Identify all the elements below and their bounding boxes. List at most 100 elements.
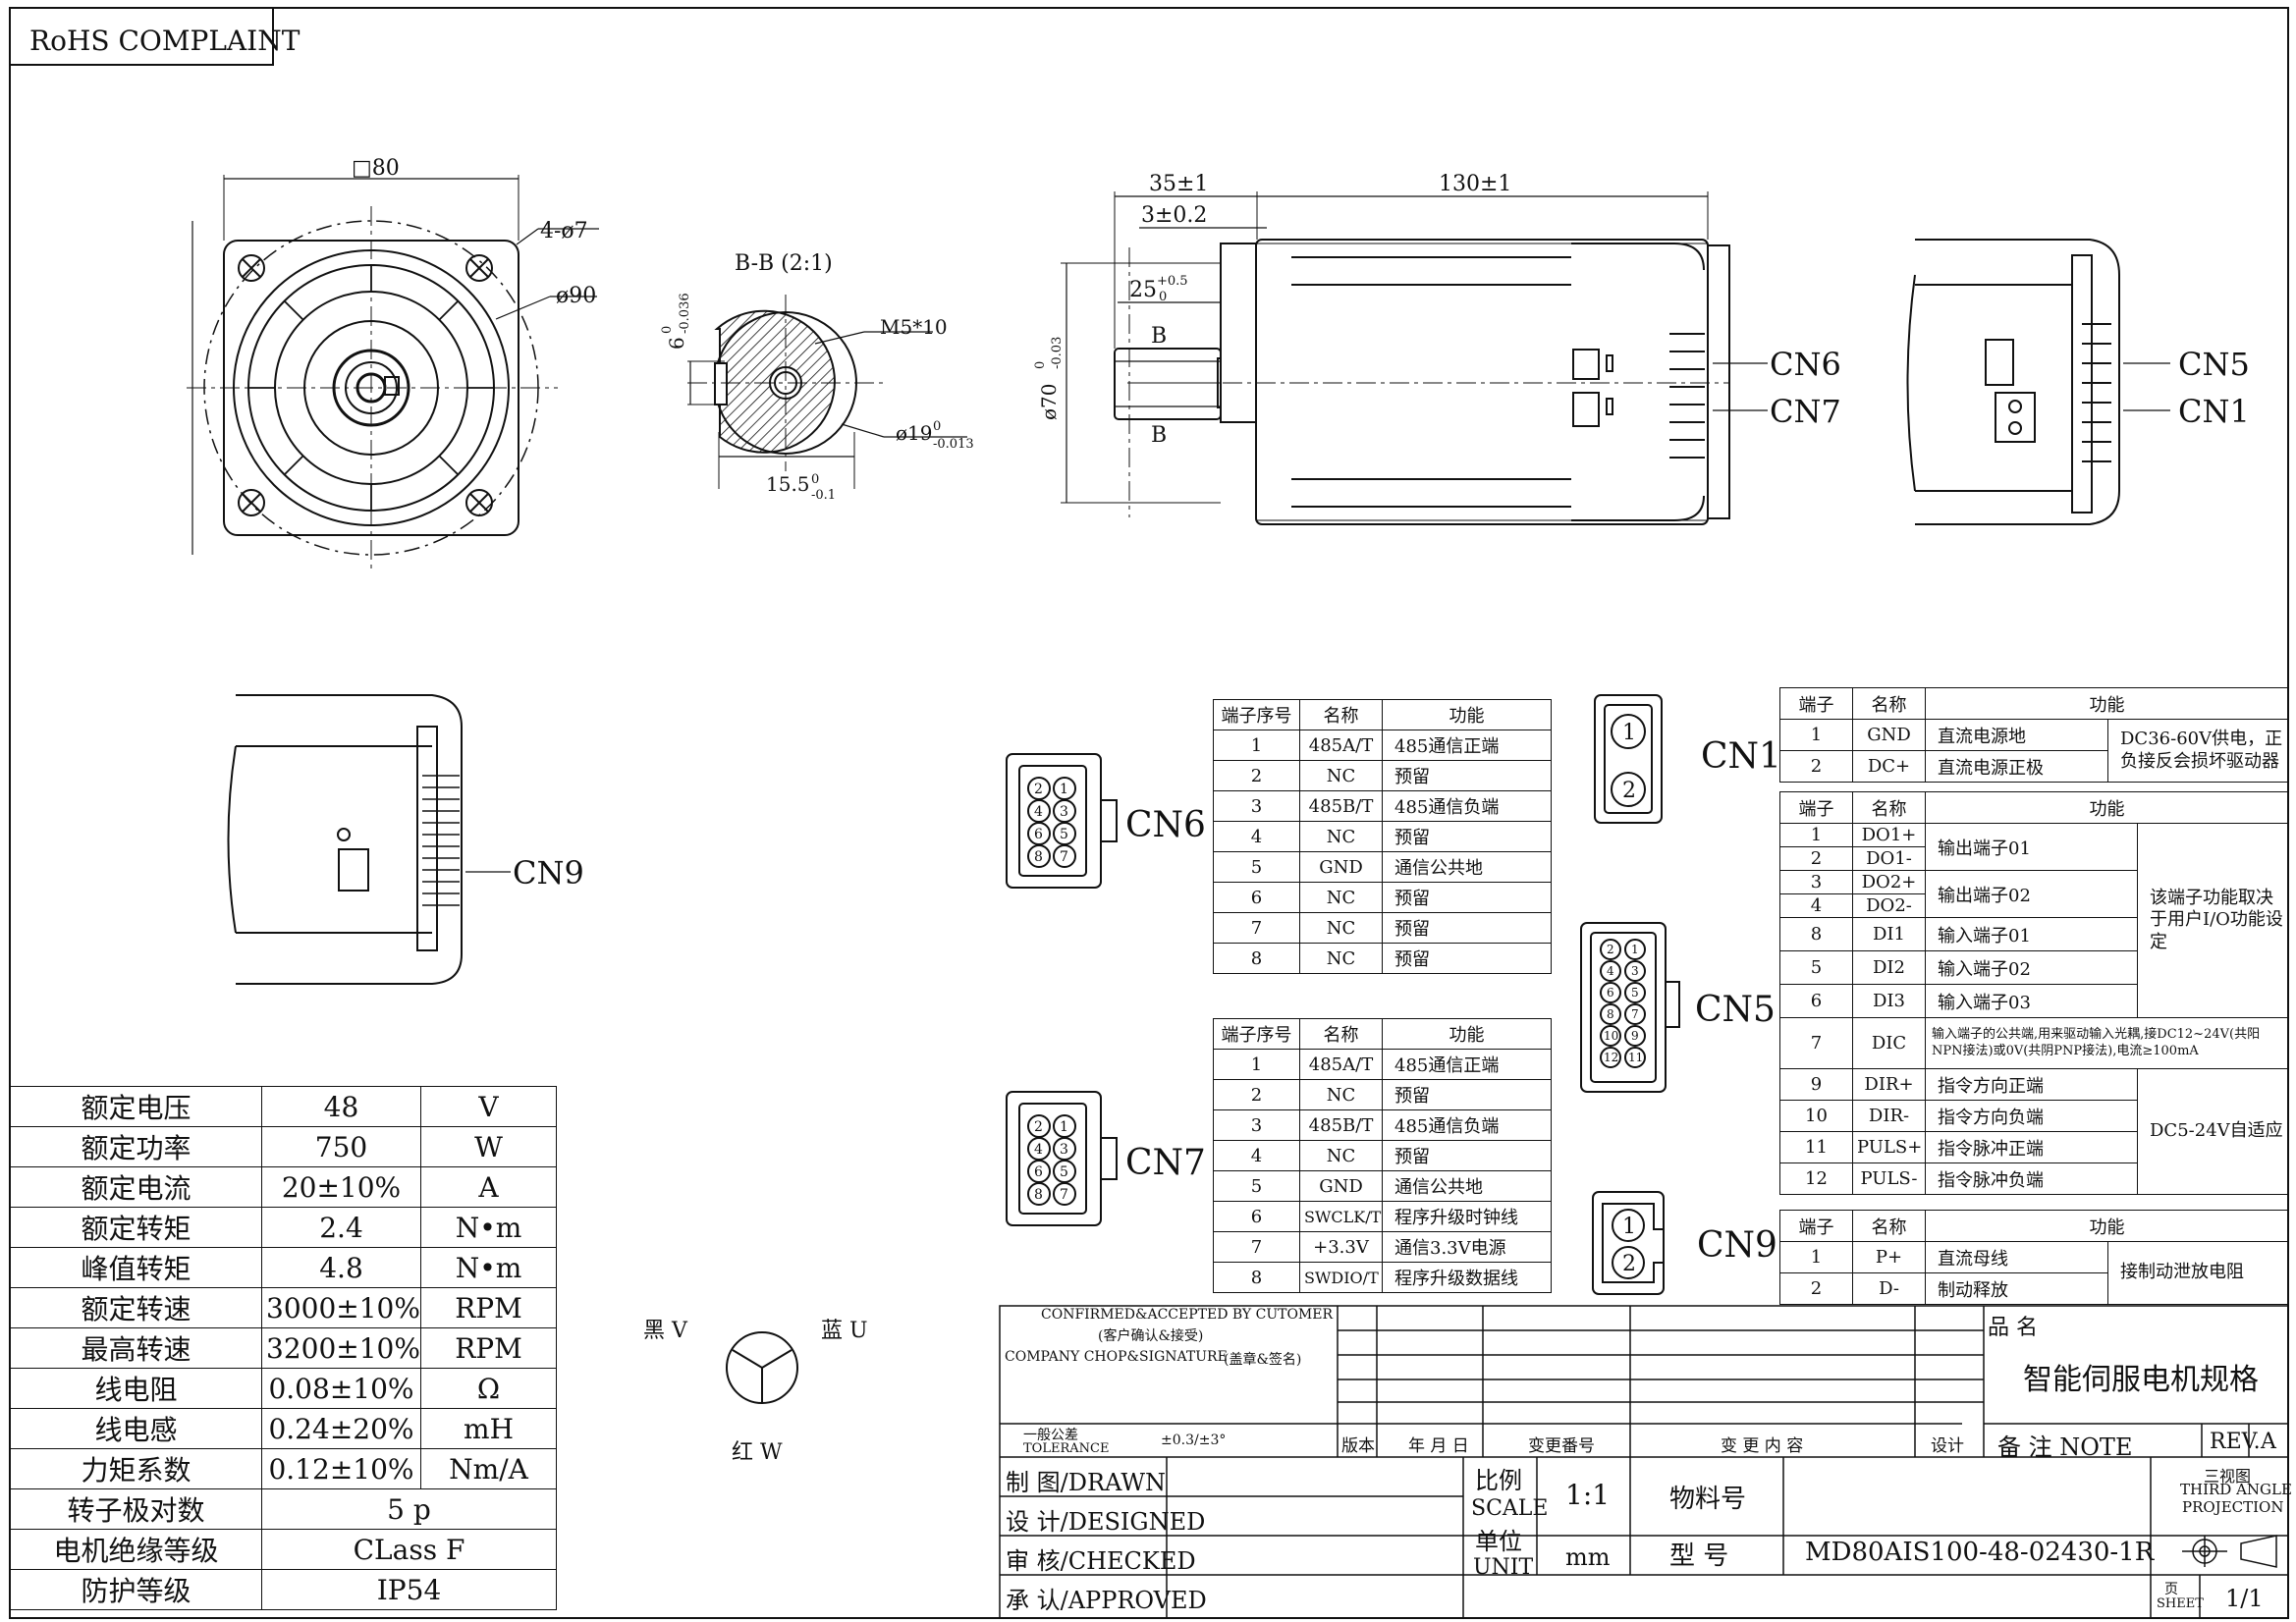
rev-header-design: 设计 [1931, 1436, 1964, 1456]
chop-label: COMPANY CHOP&SIGNATURE [1005, 1349, 1228, 1365]
spec-unit: N•m [420, 1247, 557, 1288]
spec-unit: Ω [420, 1368, 557, 1409]
spec-value: 2.4 [261, 1207, 421, 1248]
unit-value: mm [1565, 1543, 1611, 1571]
spec-name: 额定功率 [10, 1126, 262, 1167]
dim-35: 35±1 [1149, 172, 1208, 196]
tolerance-en: TOLERANCE [1023, 1441, 1110, 1456]
cn7-pin: 8 [1034, 1187, 1043, 1203]
pin-number: 2 [1213, 1079, 1300, 1110]
chop-cn: (盖章&签名) [1224, 1352, 1302, 1368]
pin-function: 输出端子02 [1925, 870, 2138, 918]
pin-name: SWCLK/T [1299, 1201, 1383, 1232]
pin-name: P+ [1852, 1241, 1926, 1273]
pin-name: SWDIO/T [1299, 1262, 1383, 1293]
spec-unit: RPM [420, 1327, 557, 1369]
cn9-connector-icon [1592, 1191, 1665, 1295]
pin-number: 11 [1779, 1131, 1853, 1163]
dim-flat: 15.5 [766, 472, 810, 496]
product-label: 品 名 [1988, 1316, 2038, 1340]
header: 功能 [1925, 1210, 2289, 1242]
cn6-pin: 8 [1034, 849, 1043, 865]
spec-value: 3000±10% [261, 1287, 421, 1328]
pin-name: DC+ [1852, 750, 1926, 783]
note-label: 备 注 NOTE [1997, 1433, 2133, 1461]
cn6-icon-label: CN6 [1125, 805, 1206, 845]
header: 功能 [1382, 1018, 1552, 1050]
designed-label: 设 计/DESIGNED [1006, 1508, 1206, 1536]
pin-name: DO2+ [1852, 870, 1926, 894]
dim-pilot: ø70 [1037, 384, 1061, 421]
section-mark-bottom: B [1151, 423, 1167, 448]
pin-name: GND [1299, 1170, 1383, 1202]
pin-number: 5 [1779, 950, 1853, 985]
header: 名称 [1852, 687, 1926, 720]
pin-function: 485通信正端 [1382, 1049, 1552, 1080]
cn7-pin: 3 [1060, 1142, 1068, 1158]
dim-25-lower: 0 [1159, 290, 1167, 304]
pin-name: DIR- [1852, 1100, 1926, 1132]
spec-name: 防护等级 [10, 1569, 262, 1610]
spec-name: 额定电压 [10, 1086, 262, 1127]
cn7-pin: 2 [1034, 1119, 1043, 1135]
pin-name: 485B/T [1299, 1109, 1383, 1141]
pin-name: PULS- [1852, 1162, 1926, 1195]
cn1-note: DC36-60V供电，正负接反会损坏驱动器 [2107, 719, 2289, 783]
cn5-pin: 8 [1607, 1007, 1614, 1021]
rohs-label: RoHS COMPLAINT [29, 25, 301, 57]
cn5-connector-icon [1580, 922, 1680, 1093]
cn5-pin: 4 [1607, 964, 1614, 978]
pin-function: 通信公共地 [1382, 1170, 1552, 1202]
pin-name: NC [1299, 912, 1383, 944]
pin-function: 指令脉冲负端 [1925, 1162, 2138, 1195]
pin-number: 1 [1213, 1049, 1300, 1080]
pin-number: 8 [1213, 943, 1300, 974]
projection-symbol [2182, 1535, 2277, 1568]
cn7-pin: 6 [1034, 1164, 1043, 1180]
spec-value: 3200±10% [261, 1327, 421, 1369]
dim-flat-tol-upper: 0 [811, 472, 819, 487]
dim-3: 3±0.2 [1141, 203, 1207, 228]
header: 端子 [1779, 687, 1853, 720]
spec-name: 力矩系数 [10, 1448, 262, 1489]
cn7-icon-label: CN7 [1125, 1143, 1206, 1183]
cn6-pin: 4 [1034, 804, 1043, 820]
dim-flat-tol-lower: -0.1 [811, 488, 836, 503]
section-mark-top: B [1151, 324, 1167, 349]
header: 名称 [1852, 1210, 1926, 1242]
dim-holes: 4-ø7 [540, 219, 588, 243]
rev-header-date: 年 月 日 [1408, 1436, 1469, 1456]
pin-name: 485A/T [1299, 730, 1383, 761]
side-label-cn7: CN7 [1770, 393, 1841, 430]
spec-name: 转子极对数 [10, 1488, 262, 1530]
section-title: B-B (2:1) [735, 251, 833, 276]
side-view [1061, 191, 1768, 525]
pin-function: 485通信负端 [1382, 790, 1552, 822]
confirmed-label: CONFIRMED&ACCEPTED BY CUTOMER [1041, 1307, 1334, 1323]
pin-name: +3.3V [1299, 1231, 1383, 1263]
dim-pcd-90: ø90 [556, 284, 596, 308]
pin-number: 3 [1213, 790, 1300, 822]
dim-pilot-lower: -0.03 [1050, 337, 1065, 369]
projection-en-1: THIRD ANGLE [2180, 1481, 2292, 1498]
section-bb-view [687, 295, 967, 489]
pin-number: 1 [1779, 1241, 1853, 1273]
pin-number: 8 [1213, 1262, 1300, 1293]
cn5-pin: 2 [1607, 943, 1614, 956]
cn9-note: 接制动泄放电阻 [2107, 1241, 2289, 1305]
header: 功能 [1925, 791, 2289, 824]
